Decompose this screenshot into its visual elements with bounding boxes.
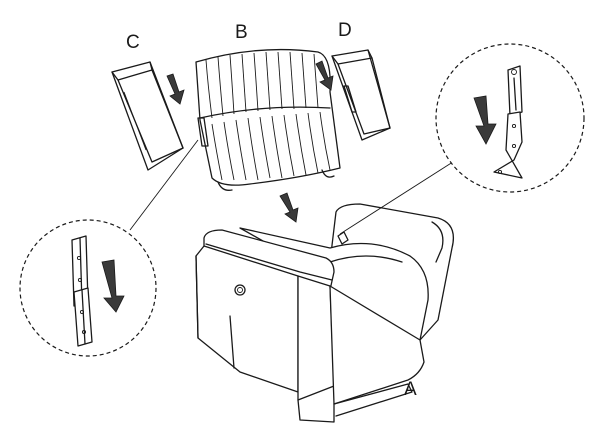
part-b-back-cushion — [195, 48, 341, 191]
part-c-left-arm-cushion — [111, 61, 184, 171]
detail-callout-left-bracket — [19, 139, 199, 357]
part-d-right-arm-cushion — [331, 49, 391, 141]
detail-callout-right-bracket — [339, 43, 585, 235]
label-b: B — [235, 22, 248, 43]
part-a-recliner-base — [195, 203, 455, 423]
down-arrow-icon — [315, 60, 334, 91]
label-a: A — [404, 379, 417, 400]
label-d: D — [338, 20, 352, 41]
down-arrow-icon — [279, 192, 299, 223]
down-arrow-icon — [166, 73, 185, 105]
down-arrow-icon — [473, 95, 497, 145]
label-c: C — [126, 32, 140, 53]
down-arrow-icon — [101, 259, 125, 313]
